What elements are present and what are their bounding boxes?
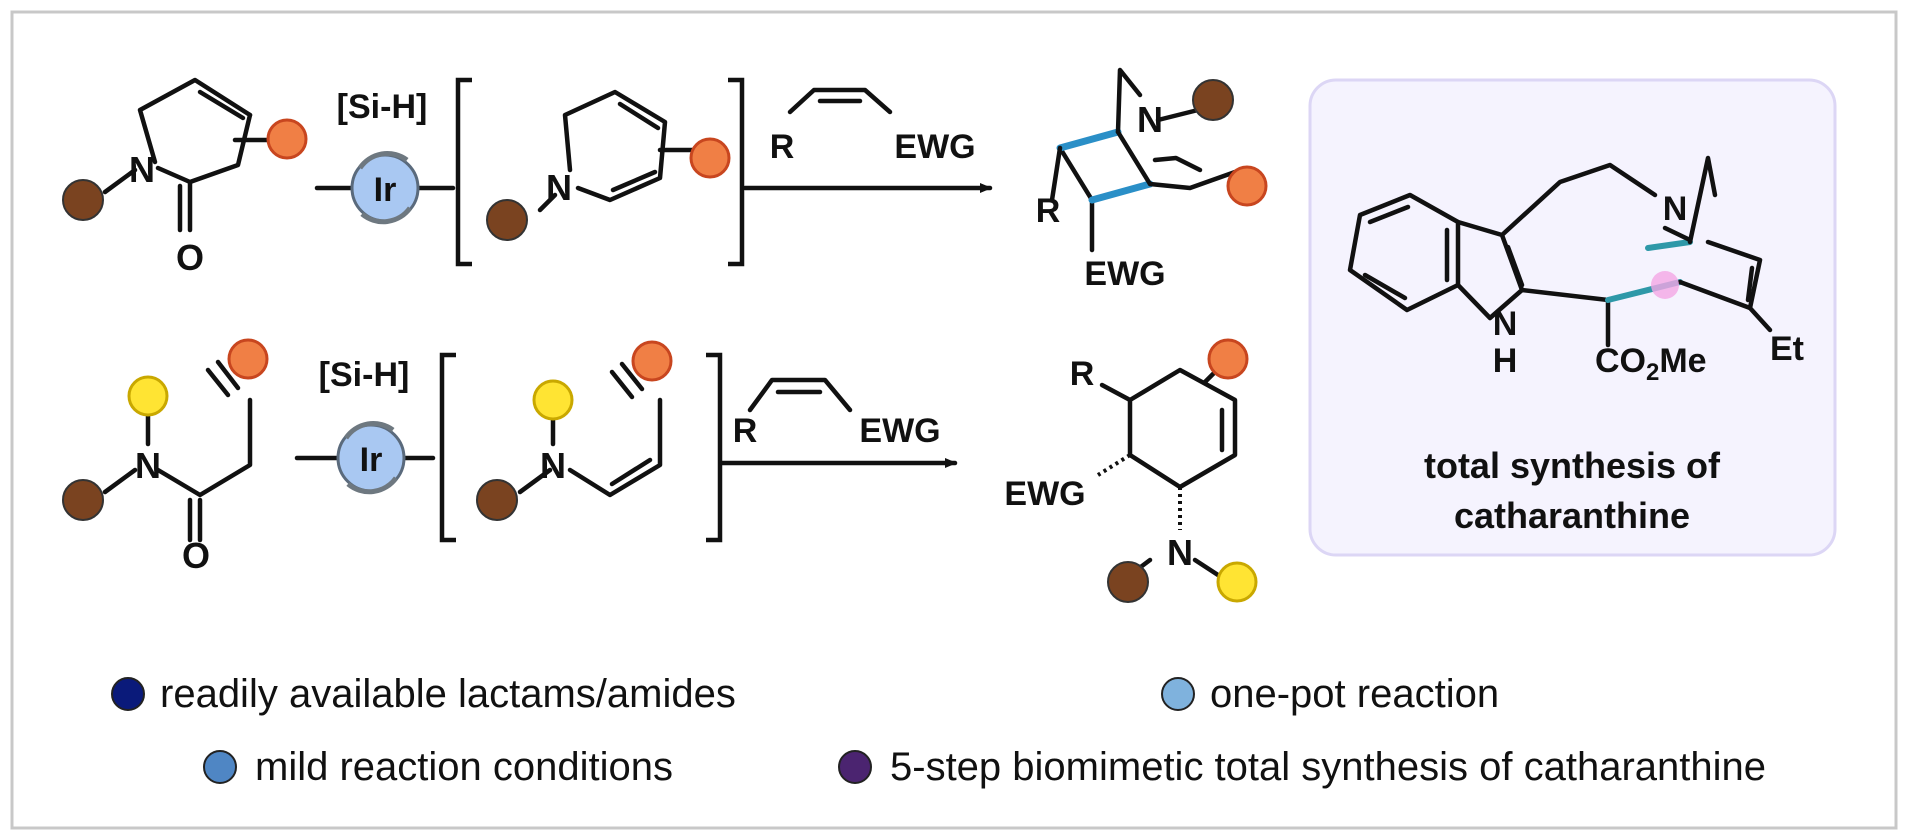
substituent-brown-dot <box>62 479 104 521</box>
feature-text: 5-step biomimetic total synthesis of cat… <box>890 745 1766 789</box>
catharanthine-box: N H N CO2Me Et total synthesis of cathar… <box>1308 78 1837 557</box>
atom-n: N <box>1137 99 1163 140</box>
bracket-right-1 <box>728 77 745 267</box>
stereocenter-highlight <box>1651 271 1679 299</box>
bullet-icon <box>203 750 237 784</box>
substituent-orange-dot <box>631 340 673 382</box>
substituent-brown-dot <box>486 199 528 241</box>
bullet-icon <box>838 750 872 784</box>
feature-list: readily available lactams/amides one-pot… <box>111 672 1766 789</box>
substituent-orange-dot <box>1207 338 1249 380</box>
caption-line-2: catharanthine <box>1454 495 1690 536</box>
substituent-orange-dot <box>227 338 269 380</box>
product-ewg-label: EWG <box>1004 475 1085 513</box>
atom-n: N <box>546 167 572 208</box>
atom-o: O <box>176 237 204 278</box>
substituent-yellow-dot <box>127 375 169 417</box>
substituent-brown-dot <box>62 179 104 221</box>
ethyl-label: Et <box>1770 330 1804 368</box>
feature-item: mild reaction conditions <box>203 745 673 789</box>
reagent-label: [Si-H] <box>337 88 428 126</box>
bracket-right-2 <box>706 352 723 543</box>
isoquinuclidine-product: N R EWG <box>1036 67 1268 293</box>
substituent-yellow-dot <box>532 379 574 421</box>
reagent-label: [Si-H] <box>319 356 410 394</box>
bracket-left-2 <box>439 352 456 543</box>
dienamine-intermediate: N <box>476 340 673 521</box>
substituent-orange-dot <box>689 137 731 179</box>
indole-h-label: H <box>1493 342 1518 380</box>
atom-n: N <box>129 149 155 190</box>
bridge-n-label: N <box>1663 190 1688 228</box>
bracket-left-1 <box>455 77 472 267</box>
alkene-ewg-label: EWG <box>859 412 940 450</box>
substituent-orange-dot <box>266 118 308 160</box>
product-r-label: R <box>1036 192 1061 230</box>
indole-n-label: N <box>1493 305 1518 343</box>
dihydropyridine-intermediate: N <box>486 89 731 241</box>
atom-n: N <box>135 445 161 486</box>
feature-text: mild reaction conditions <box>255 745 673 789</box>
substituent-brown-dot <box>1107 561 1149 603</box>
ester-label: CO2Me <box>1595 342 1707 386</box>
alkene-r-label: R <box>733 412 758 450</box>
atom-n: N <box>540 445 566 486</box>
bullet-icon <box>1161 677 1195 711</box>
amide-substrate: N O <box>62 338 269 576</box>
reaction-arrow-1: R EWG <box>742 87 993 193</box>
product-ewg-label: EWG <box>1084 255 1165 293</box>
ir-catalyst-arrow-1: [Si-H] Ir <box>314 88 456 225</box>
alkene-r-label: R <box>770 128 795 166</box>
feature-item: one-pot reaction <box>1161 672 1499 716</box>
catalyst-label: Ir <box>360 441 383 479</box>
alkene-ewg-label: EWG <box>894 128 975 166</box>
feature-text: one-pot reaction <box>1210 672 1499 716</box>
atom-o: O <box>182 535 210 576</box>
substituent-brown-dot <box>476 479 518 521</box>
ir-catalyst-arrow-2: [Si-H] Ir <box>294 356 436 495</box>
feature-text: readily available lactams/amides <box>160 672 736 716</box>
caption-line-1: total synthesis of <box>1424 445 1721 486</box>
cyclohexene-product: R EWG N <box>1004 338 1258 603</box>
feature-item: 5-step biomimetic total synthesis of cat… <box>838 745 1766 789</box>
reaction-arrow-2: R EWG <box>719 377 958 468</box>
feature-item: readily available lactams/amides <box>111 672 736 716</box>
substituent-orange-dot <box>1226 165 1268 207</box>
product-r-label: R <box>1070 355 1095 393</box>
catalyst-label: Ir <box>374 171 397 209</box>
substituent-brown-dot <box>1192 79 1234 121</box>
lactam-substrate: N O <box>62 77 308 278</box>
substituent-yellow-dot <box>1216 561 1258 603</box>
atom-n: N <box>1167 532 1193 573</box>
bullet-icon <box>111 677 145 711</box>
